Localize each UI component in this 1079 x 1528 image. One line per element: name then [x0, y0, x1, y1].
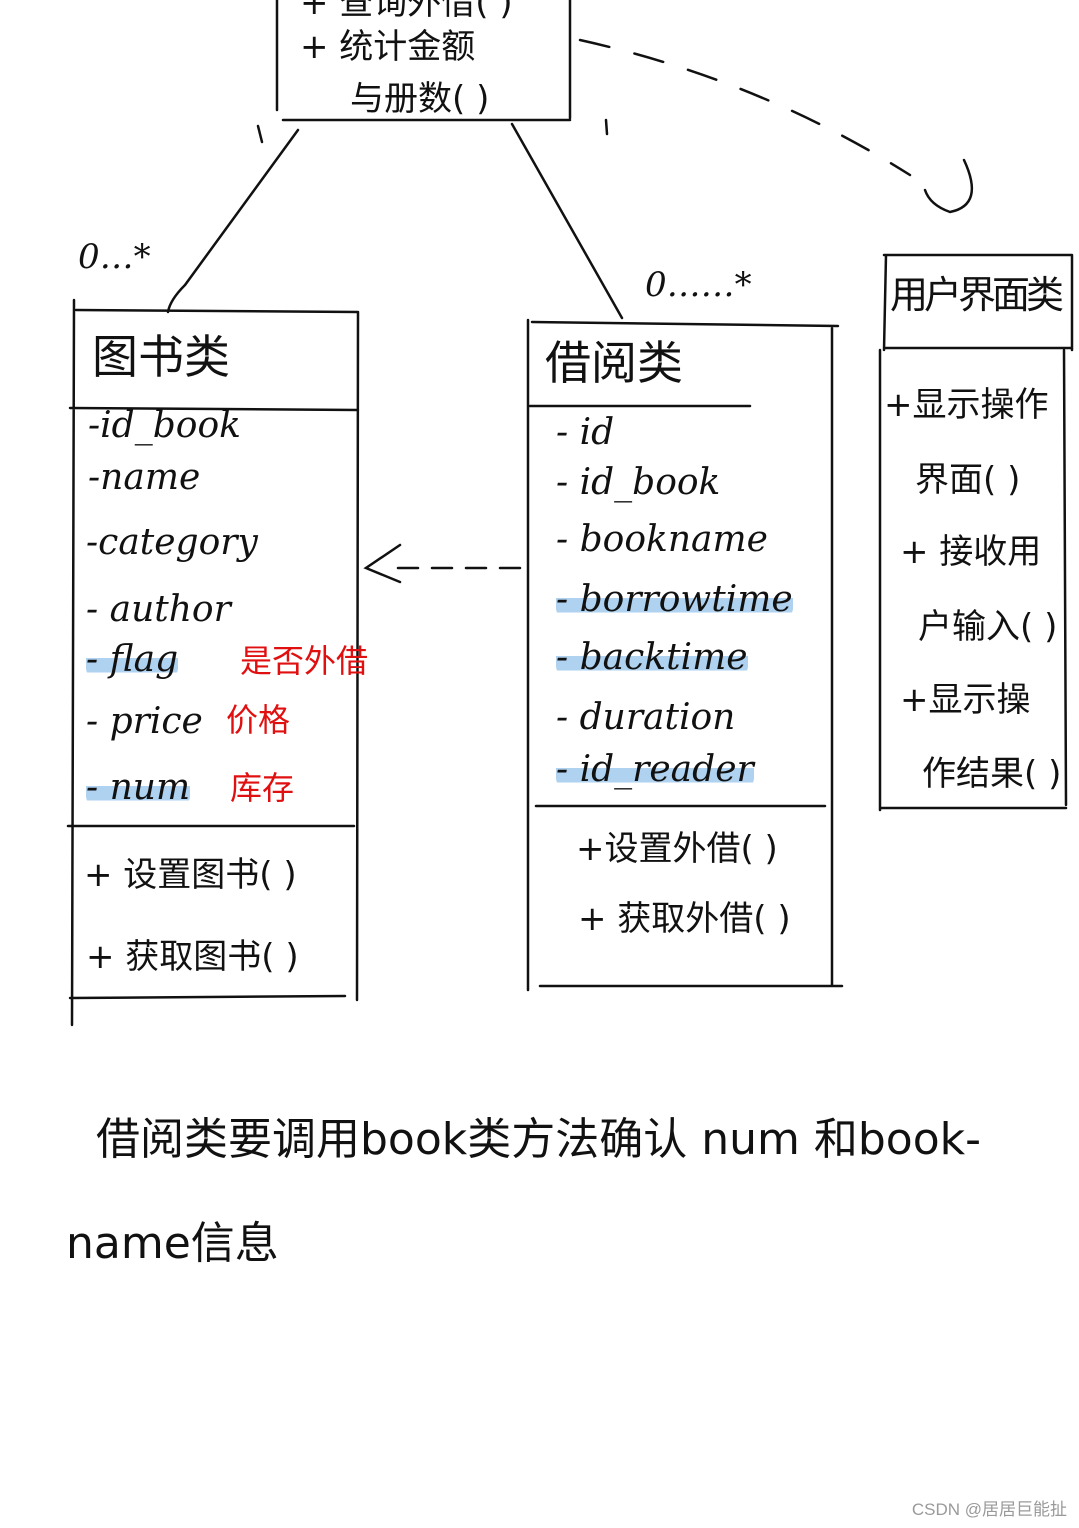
ui-method-result-cont: 作结果( ) — [922, 754, 1062, 794]
borrow-method-set: +设置外借( ) — [576, 829, 778, 869]
borrow-attr-backtime: - backtime — [556, 637, 748, 678]
borrow-attr-borrowtime: - borrowtime — [556, 579, 793, 620]
borrow-class-title: 借阅类 — [545, 336, 683, 390]
ui-method-show-cont: 界面( ) — [915, 460, 1021, 500]
book-attr-category: -category — [86, 522, 258, 563]
borrow-attr-duration: - duration — [556, 697, 736, 738]
watermark: CSDN @居居巨能扯 — [911, 1500, 1067, 1519]
book-attr-id-book: -id_book — [88, 405, 241, 446]
borrow-attr-id-reader: - id_reader — [556, 749, 754, 790]
borrow-attr-id-book: - id_book — [556, 462, 721, 503]
book-multiplicity: 0…* — [78, 237, 151, 277]
ui-method-show: +显示操作 — [884, 385, 1049, 425]
top-method-stats: + 统计金额 — [300, 27, 476, 67]
assoc-top-book — [166, 128, 300, 314]
book-attr-num: - num — [86, 767, 191, 808]
book-note-num: 库存 — [230, 769, 295, 807]
book-note-price: 价格 — [226, 701, 291, 739]
borrow-attr-id: - id — [556, 412, 615, 453]
book-method-get: + 获取图书( ) — [86, 937, 299, 977]
book-class-title: 图书类 — [92, 330, 230, 384]
dep-top-ui — [578, 38, 912, 177]
ui-method-receive-cont: 户输入( ) — [918, 607, 1058, 647]
top-method-stats-cont: 与册数( ) — [350, 79, 490, 119]
book-note-flag: 是否外借 — [240, 642, 369, 680]
top-method-query: + 查询外借( ) — [300, 0, 513, 23]
footer-note-line1: 借阅类要调用book类方法确认 num 和book- — [96, 1114, 981, 1165]
book-method-set: + 设置图书( ) — [84, 855, 297, 895]
borrow-multiplicity: 0……* — [645, 265, 752, 305]
book-attr-flag: - flag — [86, 639, 179, 680]
footer-note-line2: name信息 — [66, 1218, 279, 1269]
borrow-attr-bookname: - bookname — [556, 519, 768, 560]
ui-class-title: 用户界面类 — [890, 273, 1064, 317]
assoc-top-borrow — [510, 122, 624, 320]
book-attr-author: - author — [86, 589, 231, 630]
book-attr-name: -name — [88, 457, 201, 498]
borrow-method-get: + 获取外借( ) — [578, 899, 791, 939]
book-attr-price: - price — [86, 701, 203, 742]
ui-method-result: +显示操 — [900, 680, 1031, 720]
ui-method-receive: + 接收用 — [900, 532, 1042, 572]
